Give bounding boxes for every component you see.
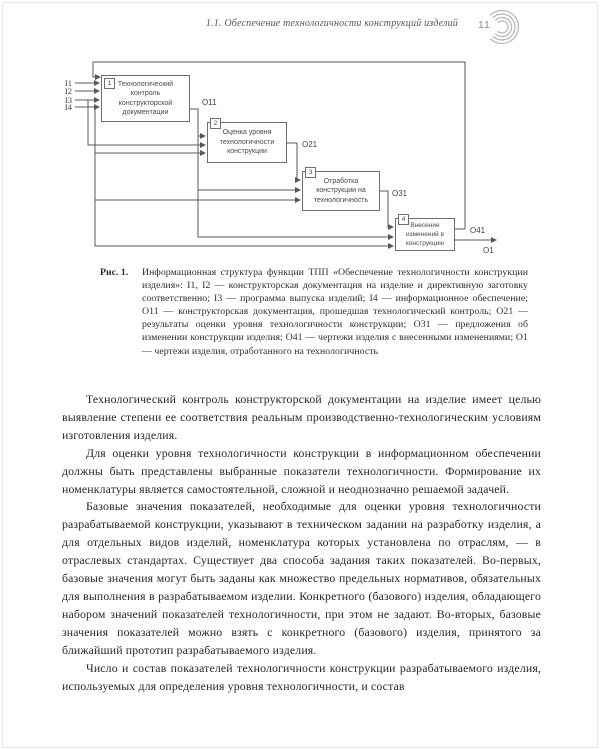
output-label-o41: О41 — [470, 226, 486, 235]
output-label-o21: О21 — [302, 140, 318, 149]
figure-caption-label: Рис. 1. — [100, 267, 129, 278]
block-1-line: Технологический — [117, 80, 174, 88]
page-number: 11 — [478, 19, 491, 31]
diagram-connectors: I1 I2 I3 I4 О11 О21 О31 О41 О1 — [65, 61, 497, 255]
body-paragraph-1: Технологический контроль конструкторской… — [62, 392, 541, 442]
page-number-ornament: 11 — [472, 8, 524, 52]
block-4-line: изменений в — [405, 231, 444, 238]
figure-diagram: I1 I2 I3 I4 О11 О21 О31 О41 О1 1 Техноло… — [55, 55, 520, 270]
output-label-o11: О11 — [202, 98, 217, 107]
connector-lines — [75, 61, 497, 249]
block-3-line: Отработка — [323, 177, 359, 185]
diagram-block-4: 4 Внесение изменений в конструкцию — [395, 214, 455, 251]
output-label-o31: О31 — [392, 189, 408, 198]
block-number-3: 3 — [305, 167, 316, 178]
body-paragraph-2: Для оценки уровня технологичности констр… — [62, 445, 541, 496]
body-text: Технологический контроль конструкторской… — [62, 391, 541, 695]
diagram-block-3: 3 Отработка конструкции на технологичнос… — [302, 167, 380, 211]
block-1-line: конструкторской — [118, 99, 173, 107]
block-1-line: документации — [122, 109, 169, 116]
input-label-i1: I1 — [65, 78, 72, 88]
block-number-1: 1 — [104, 78, 115, 89]
body-paragraph-3: Базовые значения показателей, необходимы… — [62, 499, 541, 657]
block-2-line: Оценка уровня — [222, 129, 272, 137]
diagram-block-1: 1 Технологический контроль конструкторск… — [101, 75, 190, 122]
arc-swirl-icon — [489, 9, 519, 45]
block-number-2: 2 — [210, 118, 221, 129]
figure-caption: Рис. 1. Информационная структура функции… — [100, 266, 528, 358]
block-3-line: конструкции на — [316, 187, 366, 195]
block-number-4: 4 — [398, 214, 409, 225]
block-1-line: контроль — [130, 90, 161, 97]
block-3-line: технологичность — [313, 196, 369, 204]
block-2-line: технологичности — [219, 138, 275, 146]
running-header: 1.1. Обеспечение технологичности констру… — [205, 18, 458, 29]
diagram-block-2: 2 Оценка уровня технологичности конструк… — [207, 118, 287, 163]
block-2-line: конструкции — [227, 148, 267, 156]
input-label-i2: I2 — [65, 86, 72, 96]
block-4-line: Внесение — [410, 222, 440, 229]
input-label-i3: I3 — [65, 95, 72, 105]
block-4-line: конструкцию — [405, 240, 445, 247]
body-paragraph-4: Число и состав показателей технологичнос… — [62, 660, 541, 693]
output-label-o1: О1 — [483, 246, 494, 255]
input-label-i4: I4 — [65, 102, 73, 112]
diagram-io-labels: I1 I2 I3 I4 О11 О21 О31 О41 О1 — [65, 78, 494, 255]
figure-caption-text: Информационная структура функции ТПП «Об… — [142, 267, 528, 357]
